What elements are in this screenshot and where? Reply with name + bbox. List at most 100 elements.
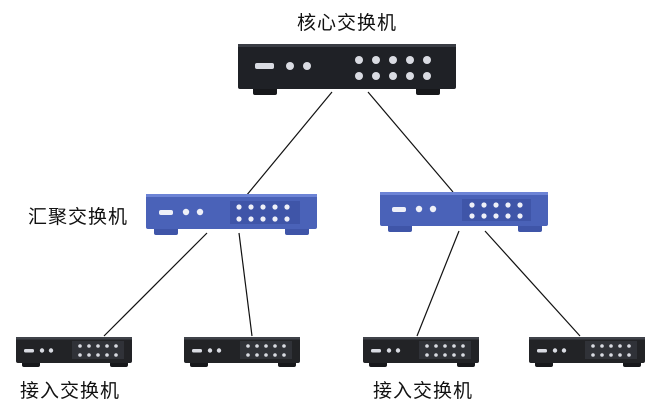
core-switch-port xyxy=(389,72,397,80)
access-3-port xyxy=(434,344,438,348)
access-3-port xyxy=(461,353,465,357)
access-3-led-2 xyxy=(395,348,401,353)
aggregation-left-port-grid xyxy=(236,204,290,222)
access-4-port xyxy=(618,353,622,357)
core-switch-led-1 xyxy=(286,62,294,70)
access-1-port xyxy=(87,353,91,357)
access-1-port-grid xyxy=(78,344,118,357)
access-3-port xyxy=(452,353,456,357)
access-switch-4-icon xyxy=(529,337,645,367)
access-3-port xyxy=(425,344,429,348)
access-1-port xyxy=(78,344,82,348)
access-switch-3-icon xyxy=(363,337,479,367)
core-switch-port xyxy=(406,56,414,64)
access-4-port xyxy=(627,353,631,357)
access-1-led-1 xyxy=(39,348,45,353)
access-switch-1-icon xyxy=(16,337,132,367)
access-2-port-grid xyxy=(246,344,286,357)
access-2-led-2 xyxy=(216,348,222,353)
core-switch-port xyxy=(423,56,431,64)
access-1-display xyxy=(24,349,34,353)
access-2-port xyxy=(282,344,286,348)
access-1-port-panel xyxy=(72,341,124,359)
aggregation-left-port xyxy=(260,204,266,210)
aggregation-right-port xyxy=(493,213,499,219)
link-core-to-aggregation-left xyxy=(245,91,333,197)
access-3-display xyxy=(371,349,381,353)
core-switch-label: 核心交换机 xyxy=(297,12,398,34)
core-switch-top-edge xyxy=(238,44,456,47)
access-4-port xyxy=(609,344,613,348)
aggregation-right-port xyxy=(469,202,475,208)
access-4-led-1 xyxy=(552,348,558,353)
access-3-port xyxy=(434,353,438,357)
aggregation-right-port-panel xyxy=(462,199,531,221)
access-4-led-2 xyxy=(561,348,567,353)
aggregation-right-port xyxy=(517,202,523,208)
aggregation-right-port xyxy=(481,213,487,219)
access-2-port xyxy=(264,353,268,357)
access-3-port xyxy=(443,353,447,357)
access-4-port xyxy=(609,353,613,357)
access-switch-label-right: 接入交换机 xyxy=(373,380,474,402)
core-switch-icon xyxy=(238,44,456,95)
access-1-port xyxy=(105,344,109,348)
aggregation-left-port xyxy=(236,204,242,210)
access-2-port xyxy=(255,353,259,357)
aggregation-left-led-2 xyxy=(196,208,204,216)
core-switch-port-grid xyxy=(355,56,431,80)
aggregation-switch-right-icon xyxy=(380,192,548,232)
aggregation-right-port xyxy=(493,202,499,208)
core-switch-port xyxy=(355,56,363,64)
link-aggregation-right-to-access-3 xyxy=(416,230,460,337)
access-3-port xyxy=(461,344,465,348)
aggregation-left-port xyxy=(260,216,266,222)
access-2-port-panel xyxy=(240,341,292,359)
access-4-port xyxy=(591,344,595,348)
access-3-port-panel xyxy=(419,341,471,359)
aggregation-right-port xyxy=(517,213,523,219)
access-4-port-grid xyxy=(591,344,631,357)
aggregation-right-top-edge xyxy=(380,192,548,195)
access-2-top-edge xyxy=(184,337,300,340)
topology-links xyxy=(103,91,581,337)
access-4-port xyxy=(600,344,604,348)
core-switch-port xyxy=(423,72,431,80)
access-2-led-1 xyxy=(207,348,213,353)
access-4-port xyxy=(591,353,595,357)
aggregation-left-port xyxy=(248,204,254,210)
access-4-top-edge xyxy=(529,337,645,340)
access-3-led-1 xyxy=(386,348,392,353)
access-3-port xyxy=(425,353,429,357)
aggregation-left-port xyxy=(284,216,290,222)
aggregation-switch-label: 汇聚交换机 xyxy=(28,206,129,228)
aggregation-left-port xyxy=(272,204,278,210)
access-4-port xyxy=(627,344,631,348)
aggregation-switch-left-icon xyxy=(146,194,317,235)
aggregation-left-port-panel xyxy=(230,201,300,224)
access-switch-2-icon xyxy=(184,337,300,367)
aggregation-right-port xyxy=(505,213,511,219)
aggregation-right-port-grid xyxy=(469,202,523,219)
access-2-port xyxy=(255,344,259,348)
aggregation-right-port xyxy=(469,213,475,219)
access-1-port xyxy=(87,344,91,348)
core-switch-body xyxy=(238,44,456,89)
access-1-port xyxy=(96,344,100,348)
access-3-port xyxy=(452,344,456,348)
access-4-port xyxy=(618,344,622,348)
access-2-port xyxy=(282,353,286,357)
access-1-port xyxy=(114,344,118,348)
core-switch-led-2 xyxy=(303,62,311,70)
access-2-port xyxy=(273,344,277,348)
aggregation-right-display xyxy=(392,207,406,212)
link-core-to-aggregation-right xyxy=(367,91,454,193)
aggregation-left-led-1 xyxy=(182,208,190,216)
core-switch-port xyxy=(372,72,380,80)
access-2-port xyxy=(246,344,250,348)
access-4-display xyxy=(537,349,547,353)
aggregation-left-port xyxy=(248,216,254,222)
aggregation-left-port xyxy=(236,216,242,222)
access-3-port xyxy=(443,344,447,348)
